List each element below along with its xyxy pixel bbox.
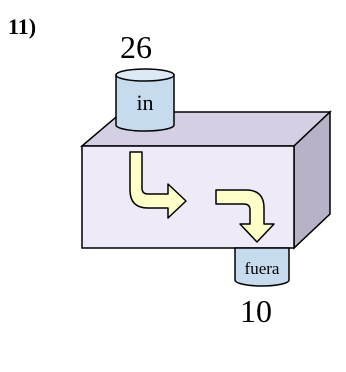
input-cylinder: in xyxy=(115,68,175,132)
output-cylinder-body xyxy=(234,247,290,287)
problem-number: 11) xyxy=(8,14,36,39)
input-cylinder-top xyxy=(115,68,175,82)
flow-arrow-right-down xyxy=(215,189,275,243)
flow-arrow-down-right xyxy=(129,151,187,219)
output-value: 10 xyxy=(240,293,272,329)
output-cylinder: fuera xyxy=(234,247,290,287)
input-value: 26 xyxy=(120,29,152,65)
output-label: fuera xyxy=(245,259,280,278)
machine-box xyxy=(79,110,332,250)
input-cylinder-body xyxy=(115,74,175,132)
input-label: in xyxy=(136,90,153,115)
